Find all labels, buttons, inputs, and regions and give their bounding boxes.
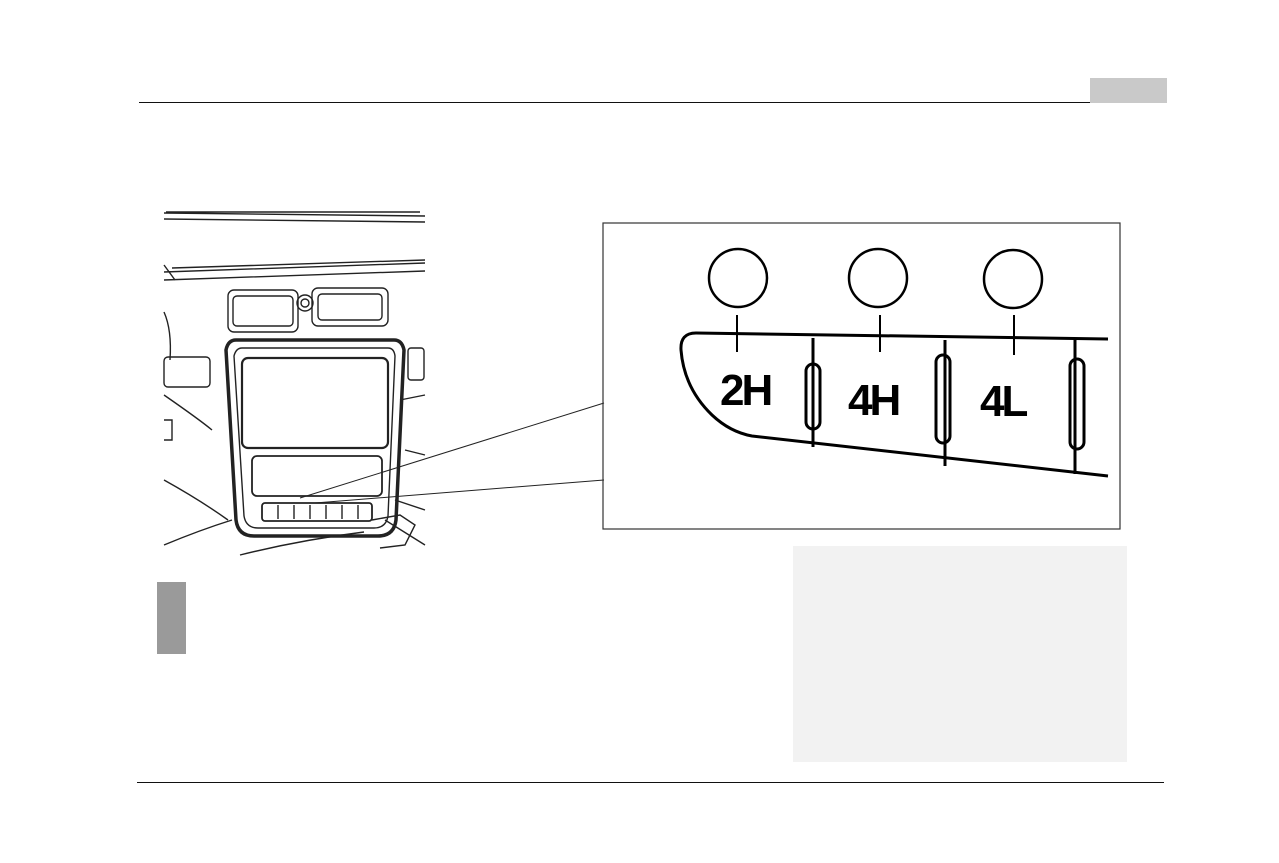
callout-circle-2h — [707, 247, 769, 309]
callout-circle-4l — [982, 248, 1044, 310]
detail-frame — [602, 222, 1121, 530]
dashboard-illustration — [163, 211, 426, 556]
leader-lines — [299, 402, 605, 504]
footer-rule — [137, 782, 1164, 783]
mode-label-2h: 2H — [720, 366, 770, 415]
callout-circle-4h — [847, 247, 909, 309]
legend-marker-2 — [157, 606, 186, 630]
mode-label-4l: 4L — [980, 377, 1027, 426]
legend-marker-3 — [157, 630, 186, 654]
switch-panel — [679, 331, 1109, 478]
legend-marker-1 — [157, 582, 186, 606]
header-rule — [139, 102, 1167, 103]
mode-label-4h: 4H — [848, 376, 898, 425]
section-tab — [1090, 78, 1167, 103]
callout-2h — [707, 247, 769, 352]
callout-4l — [982, 248, 1044, 355]
note-box — [793, 546, 1127, 762]
callout-4h — [847, 247, 909, 352]
